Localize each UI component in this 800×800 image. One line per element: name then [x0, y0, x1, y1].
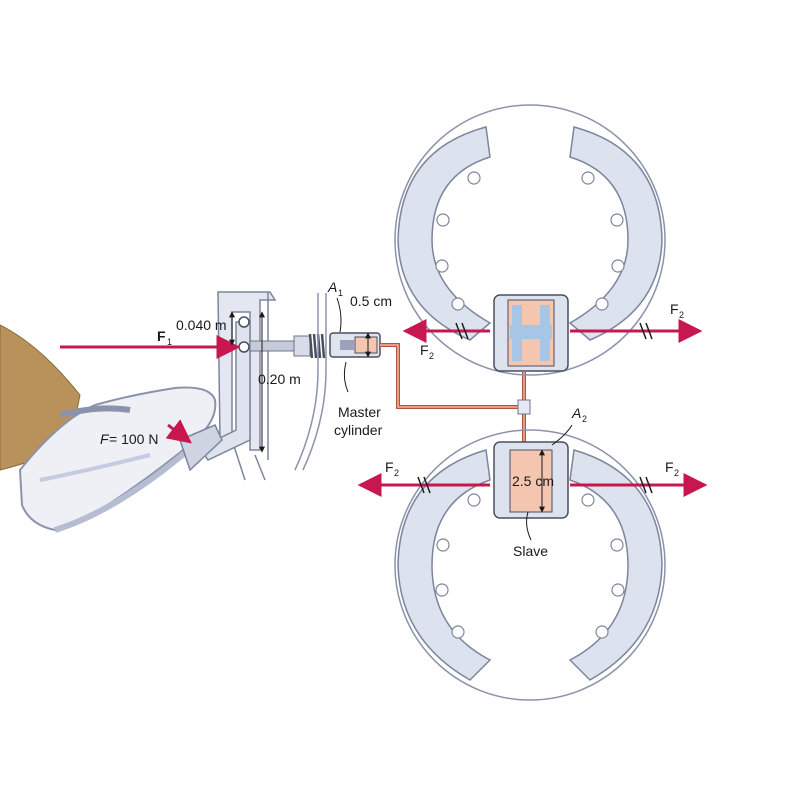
master-cylinder [329, 332, 381, 358]
arrow-break-marks [417, 322, 653, 494]
pedal-bracket [217, 291, 277, 481]
push-rod [249, 333, 326, 359]
leader-lines [336, 297, 573, 541]
upper-brake-shoe [394, 104, 666, 376]
master-diameter-label: 0.5 cm [350, 293, 392, 309]
foot-force-arrow [165, 419, 192, 444]
f2-upper-right-sub: 2 [679, 310, 684, 320]
upper-slave-cylinder [493, 294, 569, 372]
a1-label-sub: 1 [338, 288, 343, 298]
f2-lower-left-sub: 2 [394, 468, 399, 478]
pedal-length-label: 0.20 m [258, 371, 301, 387]
tee-fitting [517, 399, 531, 415]
foot-force-value: = 100 N [109, 431, 158, 447]
f1-label: F [157, 328, 166, 344]
a1-label: A [327, 279, 337, 295]
cylinder-label: cylinder [334, 422, 383, 438]
slave-diameter-label: 2.5 cm [512, 473, 554, 489]
f1-label-sub: 1 [167, 337, 172, 347]
f2-lower-right-label: F [665, 459, 674, 475]
foot-force-symbol: F [100, 431, 110, 447]
a2-label: A [571, 405, 581, 421]
firewall [294, 293, 327, 471]
a2-label-sub: 2 [582, 414, 587, 424]
f2-upper-left-sub: 2 [429, 351, 434, 361]
lower-slave-cylinder [493, 441, 569, 519]
f2-lower-right-sub: 2 [674, 468, 679, 478]
f2-upper-left-label: F [420, 342, 429, 358]
master-label: Master [338, 404, 381, 420]
f2-lower-left-label: F [385, 459, 394, 475]
lower-brake-shoe [394, 429, 666, 701]
pivot-distance-label: 0.040 m [176, 317, 227, 333]
slave-label: Slave [513, 543, 548, 559]
f2-upper-right-label: F [670, 301, 679, 317]
